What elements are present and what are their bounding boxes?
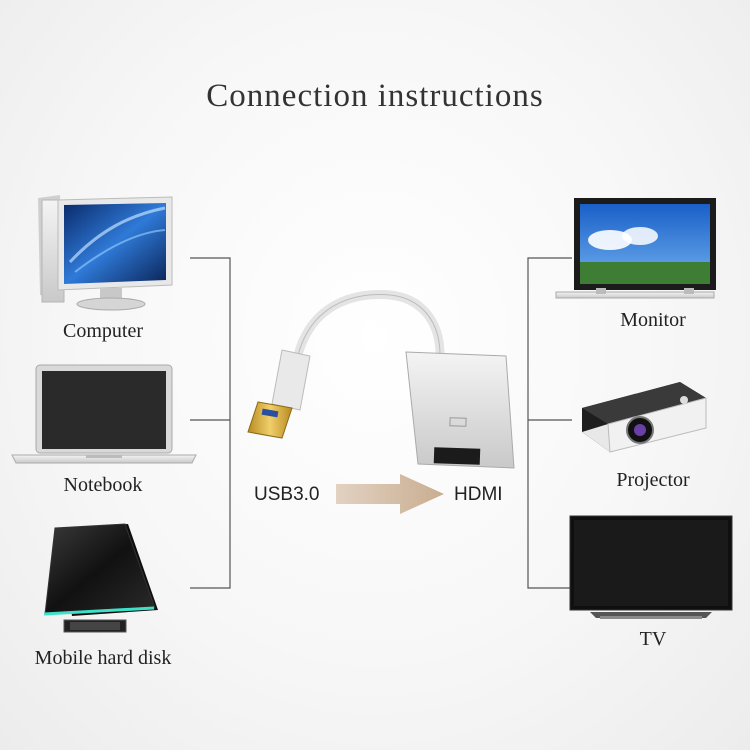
hard-disk-icon [43, 523, 158, 633]
monitor-icon [555, 198, 716, 299]
hdmi-label: HDMI [454, 484, 503, 505]
output-device-label-tv: TV [639, 628, 667, 650]
output-device-label-projector: Projector [616, 469, 690, 491]
page-title: Connection instructions [206, 78, 544, 114]
projector-icon [582, 382, 707, 453]
left-connector-lines [190, 257, 231, 589]
tv-icon [569, 515, 733, 619]
usb-to-hdmi-adapter-icon [247, 290, 515, 469]
input-device-label-hard-disk: Mobile hard disk [34, 647, 172, 669]
output-device-label-monitor: Monitor [620, 309, 686, 331]
desktop-computer-icon [38, 195, 173, 311]
input-device-label-computer: Computer [63, 320, 143, 342]
direction-arrow [336, 474, 444, 514]
right-connector-lines [527, 257, 572, 589]
input-device-label-notebook: Notebook [63, 474, 143, 496]
laptop-icon [11, 364, 197, 464]
usb-label: USB3.0 [254, 484, 320, 505]
